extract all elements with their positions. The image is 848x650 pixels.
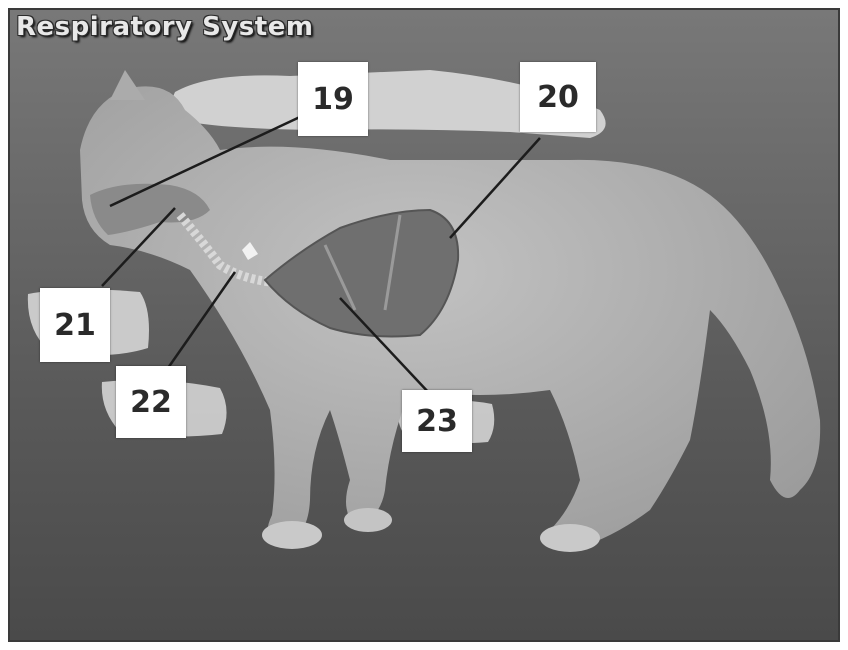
- label-box-22: 22: [116, 366, 186, 438]
- label-box-19: 19: [298, 62, 368, 136]
- diagram-frame: Respiratory System 19 20 21 22 23: [8, 8, 840, 642]
- cat-paw-middle: [344, 508, 392, 532]
- label-box-21: 21: [40, 288, 110, 362]
- diagram-title: Respiratory System: [16, 12, 313, 42]
- cat-respiratory-illustration: [10, 10, 838, 640]
- cat-front-paw-left: [262, 521, 322, 549]
- label-box-23: 23: [402, 390, 472, 452]
- label-box-20: 20: [520, 62, 596, 132]
- cat-front-paw-right: [540, 524, 600, 552]
